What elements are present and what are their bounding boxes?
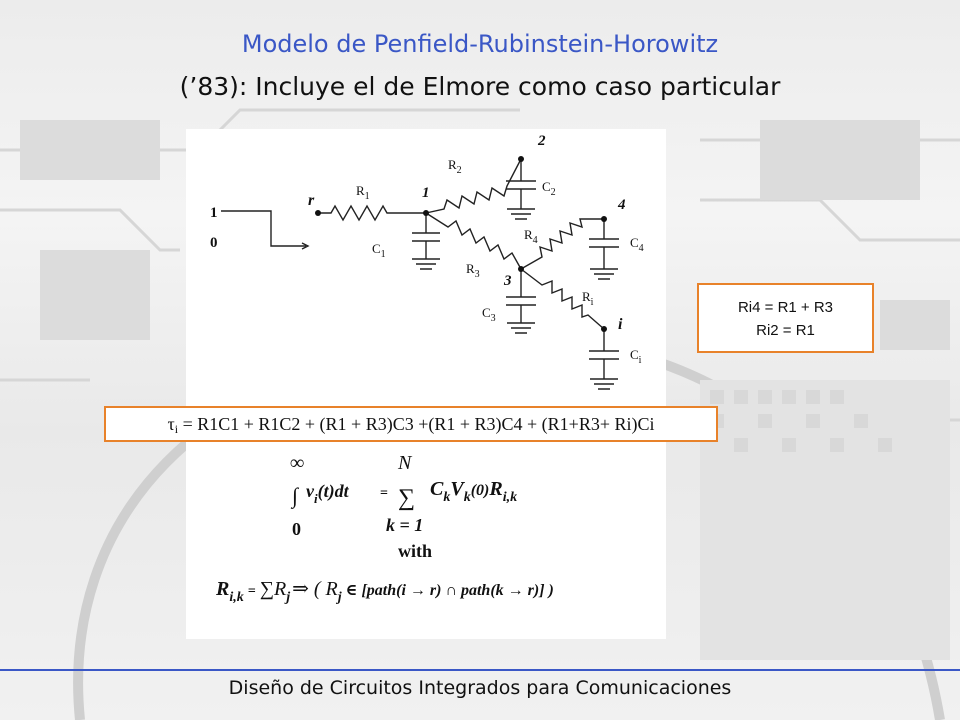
footer-course-title: Diseño de Circuitos Integrados para Comu… xyxy=(228,677,732,699)
node-1-dot xyxy=(423,210,429,216)
r1-label: R1 xyxy=(356,183,370,202)
capacitor-c1 xyxy=(412,232,440,242)
node-3-dot xyxy=(518,266,524,272)
resistor-r3 xyxy=(425,212,522,270)
integral-sign: ∫ xyxy=(290,483,300,509)
rik-definition: Ri,k=∑Rj⇒ ( Rj∈ [path(i → r) ∩ path(k → … xyxy=(215,578,554,605)
equation-equals: = xyxy=(380,486,388,501)
resistor-r1 xyxy=(318,204,426,222)
integral-lower-limit: 0 xyxy=(292,519,301,539)
integral-upper-limit: ∞ xyxy=(290,452,304,474)
sum-upper-limit: N xyxy=(397,452,413,474)
node-i-dot xyxy=(601,326,607,332)
r3-label: R3 xyxy=(466,261,480,280)
capacitor-c2 xyxy=(506,180,536,190)
resistance-summary-box: Ri4 = R1 + R3 Ri2 = R1 xyxy=(697,283,874,353)
c2-label: C2 xyxy=(542,179,556,198)
c1-label: C1 xyxy=(372,241,386,260)
sum-lower-limit: k = 1 xyxy=(386,515,423,535)
ground-icon xyxy=(507,189,535,220)
slide-title: Modelo de Penfield-Rubinstein-Horowitz xyxy=(241,30,719,58)
capacitor-ci xyxy=(589,350,619,360)
input-high-label: 1 xyxy=(210,205,218,221)
tau-symbol: τ xyxy=(167,414,175,434)
rc-tree-figure: 1 0 r 1 2 3 4 i R1 R2 R3 R4 Ri C1 C2 C3 … xyxy=(186,129,666,639)
r2-label: R2 xyxy=(448,157,462,176)
step-input-waveform xyxy=(221,210,306,247)
r4-label: R4 xyxy=(524,227,538,246)
step-arrow-icon xyxy=(301,242,310,250)
equation-lhs: vi(t)dt xyxy=(306,481,350,506)
rc-tree-diagram: 1 0 r 1 2 3 4 i R1 R2 R3 R4 Ri C1 C2 C3 … xyxy=(210,133,644,605)
input-low-label: 0 xyxy=(210,235,218,251)
resistor-r2 xyxy=(425,158,522,214)
sum-sign: ∑ xyxy=(398,485,415,511)
footer-rule xyxy=(0,669,960,671)
ground-icon xyxy=(590,359,618,390)
ground-icon xyxy=(412,241,440,270)
node-r-dot xyxy=(315,210,321,216)
node-3-label: 3 xyxy=(503,273,512,289)
with-label: with xyxy=(398,541,432,561)
resistor-ri xyxy=(520,268,605,330)
tau-rhs: = R1C1 + R1C2 + (R1 + R3)C3 +(R1 + R3)C4… xyxy=(182,414,655,434)
slide-subtitle: (’83): Incluye el de Elmore como caso pa… xyxy=(179,72,781,101)
node-4-label: 4 xyxy=(617,197,626,213)
sum-term: CkVk(0)Ri,k xyxy=(430,478,517,505)
capacitor-c3 xyxy=(506,296,536,306)
ground-icon xyxy=(507,305,535,334)
c3-label: C3 xyxy=(482,305,496,324)
ri-label: Ri xyxy=(582,289,594,308)
resistor-r4 xyxy=(520,218,604,270)
c4-label: C4 xyxy=(630,235,644,254)
node-1-label: 1 xyxy=(422,185,430,201)
capacitor-c4 xyxy=(589,238,619,248)
node-2-label: 2 xyxy=(537,133,546,149)
tau-formula-box: τi = R1C1 + R1C2 + (R1 + R3)C3 +(R1 + R3… xyxy=(104,406,718,442)
ground-icon xyxy=(590,247,618,280)
node-i-label: i xyxy=(618,316,623,333)
tau-subscript: i xyxy=(174,422,179,436)
ri2-equation: Ri2 = R1 xyxy=(756,322,815,339)
node-2-dot xyxy=(518,156,524,162)
ri4-equation: Ri4 = R1 + R3 xyxy=(737,299,834,316)
ci-label: Ci xyxy=(630,347,642,366)
node-4-dot xyxy=(601,216,607,222)
node-r-label: r xyxy=(308,192,315,209)
penfield-equation: ∞ ∫ 0 vi(t)dt = N ∑ k = 1 CkVk(0)Ri,k wi… xyxy=(215,452,554,605)
